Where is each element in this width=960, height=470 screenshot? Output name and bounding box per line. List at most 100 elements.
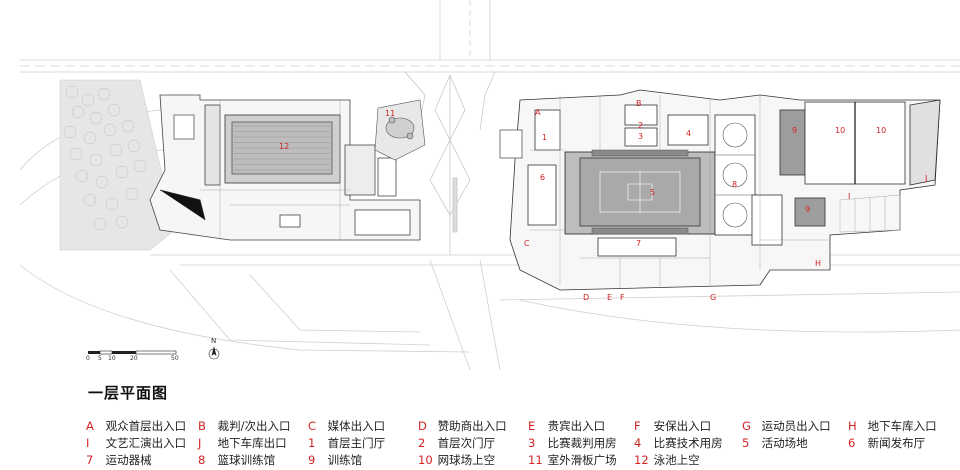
legend-code: H	[848, 419, 857, 433]
tree-area	[59, 79, 176, 251]
plan-label-4: 4	[686, 129, 691, 138]
plan-label-1: 1	[542, 133, 547, 142]
scale-tick-20: 20	[130, 355, 138, 362]
legend-item: 10 网球场上空	[418, 452, 495, 468]
legend-text: 首层次门厅	[434, 436, 496, 450]
legend-text: 比赛裁判用房	[544, 436, 617, 450]
legend-code: J	[198, 436, 202, 450]
legend-item: 12 泳池上空	[634, 452, 700, 468]
plan-label-6: 6	[540, 173, 545, 182]
legend-item: F 安保出入口	[634, 418, 711, 434]
legend-text: 首层主门厅	[324, 436, 386, 450]
legend-item: B 裁判/次出入口	[198, 418, 291, 434]
legend-text: 训练馆	[324, 453, 363, 467]
legend-text: 安保出入口	[650, 419, 712, 433]
scale-tick-0: 0	[86, 355, 90, 362]
legend-item: 7 运动器械	[86, 452, 152, 468]
east-building	[499, 89, 941, 291]
plan-label-8: 8	[732, 180, 737, 189]
plan-label-7: 7	[636, 239, 641, 248]
plan-label-12: 12	[279, 142, 289, 151]
legend-item: H 地下车库入口	[848, 418, 937, 434]
legend-code: I	[86, 436, 90, 450]
legend-code: 3	[528, 436, 536, 450]
legend-item: 5 活动场地	[742, 435, 808, 451]
legend-code: 5	[742, 436, 750, 450]
legend-item: 2 首层次门厅	[418, 435, 495, 451]
legend-item: 1 首层主门厅	[308, 435, 385, 451]
legend-item: 6 新闻发布厅	[848, 435, 925, 451]
north-arrow: N	[208, 337, 220, 360]
legend-code: C	[308, 419, 317, 433]
legend-item: 11 室外滑板广场	[528, 452, 617, 468]
plan-label-2: 2	[638, 121, 643, 130]
legend-code: E	[528, 419, 536, 433]
plan-label-F: F	[620, 293, 625, 302]
plan-label-10a: 10	[835, 126, 845, 135]
legend-text: 观众首层出入口	[102, 419, 187, 433]
plan-label-11: 11	[385, 109, 395, 118]
legend-item: G 运动员出入口	[742, 418, 831, 434]
north-label: N	[211, 337, 216, 345]
plan-label-A: A	[535, 108, 541, 117]
scale-bar: 0 5 10 20 50	[86, 350, 179, 362]
legend-item: I 文艺汇演出入口	[86, 435, 186, 451]
legend-text: 网球场上空	[434, 453, 496, 467]
legend-text: 地下车库入口	[864, 419, 937, 433]
scale-tick-5: 5	[98, 355, 102, 362]
plan-label-9: 9	[792, 126, 797, 135]
plan-label-C: C	[524, 239, 530, 248]
page-title: 一层平面图	[88, 384, 169, 402]
legend-item: 8 篮球训练馆	[198, 452, 275, 468]
legend-code: 9	[308, 453, 316, 467]
legend-code: 1	[308, 436, 316, 450]
median-diamonds	[404, 71, 496, 255]
legend-text: 贵宾出入口	[544, 419, 606, 433]
legend-code: 12	[634, 453, 649, 467]
legend-code: 7	[86, 453, 94, 467]
legend-text: 新闻发布厅	[864, 436, 926, 450]
legend-code: 2	[418, 436, 426, 450]
legend-code: D	[418, 419, 427, 433]
legend-code: A	[86, 419, 94, 433]
plan-label-I: I	[848, 192, 850, 201]
legend-item: A 观众首层出入口	[86, 418, 186, 434]
legend-text: 篮球训练馆	[214, 453, 276, 467]
legend-code: B	[198, 419, 206, 433]
legend-item: 9 训练馆	[308, 452, 362, 468]
scale-tick-10: 10	[108, 355, 116, 362]
legend-item: J 地下车库出口	[198, 435, 287, 451]
legend-text: 比赛技术用房	[650, 436, 723, 450]
skate-plaza	[374, 99, 426, 161]
plan-labels: 12 11 5 9 10 10 1 2 3 4 6 7 8 9 A B C D …	[279, 99, 927, 302]
legend-text: 室外滑板广场	[544, 453, 617, 467]
legend-item: 3 比赛裁判用房	[528, 435, 617, 451]
legend-text: 泳池上空	[650, 453, 700, 467]
legend-item: 4 比赛技术用房	[634, 435, 723, 451]
legend-text: 地下车库出口	[214, 436, 287, 450]
tree-dots	[63, 85, 147, 231]
legend-text: 裁判/次出入口	[214, 419, 291, 433]
legend-code: 10	[418, 453, 433, 467]
west-grid-lines	[200, 100, 350, 240]
legend-text: 赞助商出入口	[434, 419, 507, 433]
legend-text: 运动器械	[102, 453, 152, 467]
plan-label-3: 3	[638, 132, 643, 141]
legend-item: D 赞助商出入口	[418, 418, 507, 434]
legend-code: 6	[848, 436, 856, 450]
parking-bays	[839, 194, 901, 233]
legend-item: C 媒体出入口	[308, 418, 385, 434]
plan-label-H: H	[815, 259, 821, 268]
scale-tick-50: 50	[171, 355, 179, 362]
legend-code: G	[742, 419, 751, 433]
legend-text: 文艺汇演出入口	[102, 436, 187, 450]
legend-text: 媒体出入口	[324, 419, 386, 433]
plan-label-9b: 9	[805, 205, 810, 214]
plan-label-E: E	[607, 293, 612, 302]
legend-text: 运动员出入口	[758, 419, 831, 433]
legend-item: E 贵宾出入口	[528, 418, 605, 434]
plan-label-10b: 10	[876, 126, 886, 135]
legend-code: 4	[634, 436, 642, 450]
legend-code: 8	[198, 453, 206, 467]
east-grid-lines	[530, 95, 830, 288]
